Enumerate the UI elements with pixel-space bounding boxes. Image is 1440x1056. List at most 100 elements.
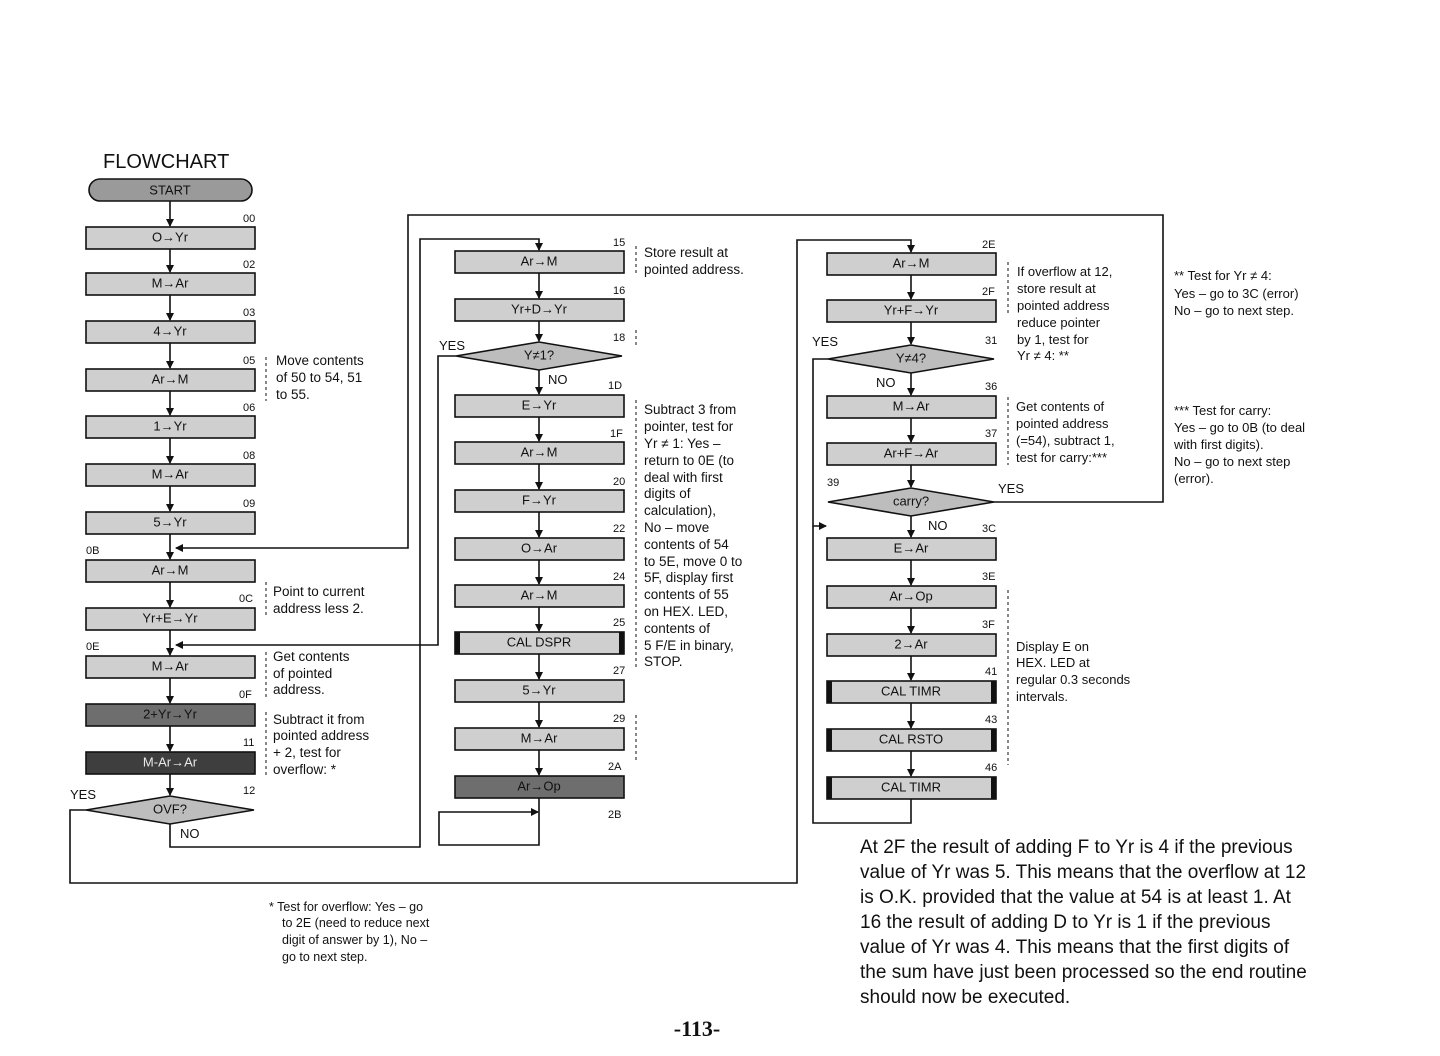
svg-text:Display E on: Display E on bbox=[1016, 639, 1089, 654]
col2-step-2A: 2A Ar→Op bbox=[454, 761, 625, 799]
addr-label: 1D bbox=[608, 380, 622, 392]
col1-step-11: 11 M-Ar→Ar bbox=[85, 737, 256, 775]
addr-label: 09 bbox=[243, 498, 255, 510]
svg-text:pointed address: pointed address bbox=[1016, 416, 1109, 431]
decision-text: OVF? bbox=[153, 801, 187, 816]
note-move: Move contents of 50 to 54, 51 to 55. bbox=[276, 353, 364, 402]
col2-decision-18: 18 Y≠1? YES NO bbox=[439, 332, 625, 387]
svg-text:on HEX. LED,: on HEX. LED, bbox=[644, 604, 728, 619]
col2-step-16: 16 Yr+D→Yr bbox=[454, 285, 625, 322]
col2-step-20: 20 F→Yr bbox=[454, 476, 625, 513]
svg-text:If overflow at 12,: If overflow at 12, bbox=[1017, 264, 1112, 279]
addr-label: 11 bbox=[243, 737, 254, 749]
svg-text:contents of 55: contents of 55 bbox=[644, 587, 729, 602]
addr-label: 02 bbox=[243, 259, 255, 271]
step-text: Yr+E→Yr bbox=[142, 610, 198, 625]
svg-text:store result at: store result at bbox=[1017, 281, 1096, 296]
svg-text:At 2F the result of adding F t: At 2F the result of adding F to Yr is 4 … bbox=[860, 837, 1293, 858]
step-text: Ar+F→Ar bbox=[884, 445, 939, 460]
svg-text:contents of 54: contents of 54 bbox=[644, 537, 729, 552]
col2-step-27: 27 5→Yr bbox=[454, 665, 625, 703]
col2-step-1F: 1F Ar→M bbox=[454, 428, 625, 465]
addr-label: 46 bbox=[985, 762, 997, 774]
addr-label: 2F bbox=[982, 286, 995, 298]
addr-label: 41 bbox=[985, 666, 997, 678]
svg-text:address.: address. bbox=[273, 682, 325, 697]
addr-label: 29 bbox=[613, 713, 625, 725]
addr-label: 37 bbox=[985, 428, 997, 440]
svg-text:Store result at: Store result at bbox=[644, 245, 728, 260]
col3-step-2F: 2F Yr+F→Yr bbox=[826, 286, 997, 323]
col1-step-09: 09 5→Yr bbox=[85, 498, 256, 535]
svg-text:pointed address: pointed address bbox=[273, 728, 369, 743]
step-text: M→Ar bbox=[152, 275, 190, 290]
col3-step-36: 36 M→Ar bbox=[826, 381, 997, 419]
svg-text:to 5E, move 0 to: to 5E, move 0 to bbox=[644, 554, 742, 569]
svg-text:STOP.: STOP. bbox=[644, 654, 683, 669]
svg-text:digit of answer by 1), No –: digit of answer by 1), No – bbox=[282, 933, 427, 947]
step-text: O→Yr bbox=[152, 229, 189, 244]
step-text: 1→Yr bbox=[153, 418, 187, 433]
col2-end-addr: 2B bbox=[608, 809, 621, 821]
no-label: NO bbox=[180, 826, 200, 841]
step-text: Ar→M bbox=[521, 444, 558, 459]
step-text: 5→Yr bbox=[153, 514, 187, 529]
addr-label: 03 bbox=[243, 307, 255, 319]
addr-label: 2E bbox=[982, 239, 995, 251]
addr-label: 05 bbox=[243, 355, 255, 367]
step-text: CAL TIMR bbox=[881, 683, 941, 698]
svg-text:to 55.: to 55. bbox=[276, 387, 310, 402]
col3-step-46: 46 CAL TIMR bbox=[826, 762, 997, 800]
svg-text:should now be executed.: should now be executed. bbox=[860, 987, 1070, 1008]
col2-connectors bbox=[438, 273, 543, 846]
addr-label: 36 bbox=[985, 381, 997, 393]
start-label: START bbox=[149, 182, 190, 197]
addr-label: 43 bbox=[985, 714, 997, 726]
step-text: M→Ar bbox=[152, 658, 190, 673]
step-text: Yr+D→Yr bbox=[511, 301, 568, 316]
note-getcontents: Get contents of pointed address (=54), s… bbox=[1016, 399, 1115, 465]
addr-label: 3E bbox=[982, 571, 995, 583]
decision-text: Y≠4? bbox=[896, 350, 926, 365]
svg-text:with first digits).: with first digits). bbox=[1173, 437, 1264, 452]
col2-step-29: 29 M→Ar bbox=[454, 713, 625, 751]
addr-label: 22 bbox=[613, 523, 625, 535]
yes-label: YES bbox=[439, 338, 465, 353]
svg-text:address less 2.: address less 2. bbox=[273, 601, 364, 616]
svg-text:of pointed: of pointed bbox=[273, 666, 332, 681]
col3-decision-39: 39 carry? YES NO bbox=[827, 477, 1024, 533]
yes-label: YES bbox=[998, 481, 1024, 496]
step-text: Ar→M bbox=[152, 562, 189, 577]
addr-label: 20 bbox=[613, 476, 625, 488]
svg-text:Get contents: Get contents bbox=[273, 649, 350, 664]
addr-label: 1F bbox=[610, 428, 623, 440]
step-text: CAL RSTO bbox=[879, 731, 943, 746]
step-text: E→Ar bbox=[894, 540, 929, 555]
note-point: Point to current address less 2. bbox=[273, 584, 365, 616]
svg-text:Subtract it from: Subtract it from bbox=[273, 712, 365, 727]
col1-step-06: 06 1→Yr bbox=[85, 402, 256, 439]
svg-text:of 50 to 54, 51: of 50 to 54, 51 bbox=[276, 370, 362, 385]
svg-text:Yr ≠ 4: **: Yr ≠ 4: ** bbox=[1017, 348, 1069, 363]
svg-text:5 F/E in binary,: 5 F/E in binary, bbox=[644, 638, 734, 653]
step-text: M→Ar bbox=[521, 730, 559, 745]
decision-text: Y≠1? bbox=[524, 347, 554, 362]
yes-label: YES bbox=[70, 787, 96, 802]
svg-text:value of Yr was 4. This means: value of Yr was 4. This means that the f… bbox=[860, 937, 1290, 958]
step-text: E→Yr bbox=[522, 397, 557, 412]
explanation-paragraph: At 2F the result of adding F to Yr is 4 … bbox=[860, 837, 1307, 1008]
col3-step-2E: 2E Ar→M bbox=[826, 239, 997, 276]
svg-text:the sum have just been process: the sum have just been processed so the … bbox=[860, 962, 1307, 983]
svg-text:Yr ≠ 1: Yes –: Yr ≠ 1: Yes – bbox=[644, 436, 721, 451]
step-text: 2→Ar bbox=[894, 636, 928, 651]
step-text: F→Yr bbox=[522, 492, 557, 507]
step-text: 4→Yr bbox=[153, 323, 187, 338]
note-ifoverflow: If overflow at 12, store result at point… bbox=[1017, 264, 1112, 363]
cross-connectors bbox=[69, 214, 1164, 884]
col2-step-24: 24 Ar→M bbox=[454, 571, 625, 608]
addr-label: 15 bbox=[613, 237, 625, 249]
step-text: CAL DSPR bbox=[507, 634, 572, 649]
step-text: Ar→M bbox=[521, 253, 558, 268]
col2-step-22: 22 O→Ar bbox=[454, 523, 625, 561]
svg-text:contents of: contents of bbox=[644, 621, 710, 636]
